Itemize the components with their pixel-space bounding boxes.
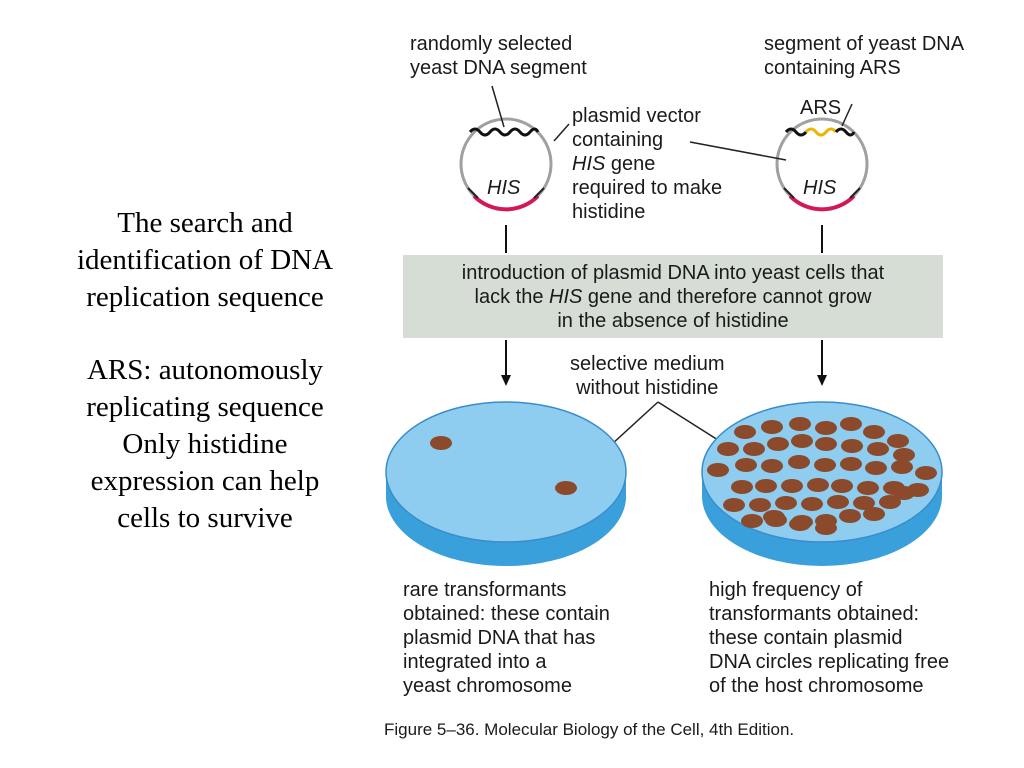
petri-dish-right bbox=[701, 401, 943, 566]
left-line: replicating sequence bbox=[86, 391, 324, 423]
colony bbox=[915, 466, 937, 480]
colony bbox=[891, 460, 913, 474]
his-label-left: HIS bbox=[487, 177, 521, 199]
colony bbox=[767, 437, 789, 451]
colony bbox=[815, 437, 837, 451]
colony bbox=[755, 479, 777, 493]
colony bbox=[831, 479, 853, 493]
colony bbox=[827, 495, 849, 509]
left-explanation: The search and identification of DNA rep… bbox=[40, 205, 370, 537]
selective-medium-label: selective medium without histidine bbox=[570, 353, 725, 399]
his-label-right: HIS bbox=[803, 177, 837, 199]
left-line: cells to survive bbox=[117, 502, 293, 534]
banner-text: introduction of plasmid DNA into yeast c… bbox=[403, 261, 943, 333]
colony bbox=[801, 497, 823, 511]
left-line: replication sequence bbox=[86, 281, 324, 313]
colony bbox=[781, 479, 803, 493]
colony bbox=[763, 510, 785, 524]
colony bbox=[839, 509, 861, 523]
colony bbox=[887, 434, 909, 448]
left-line: Only histidine bbox=[122, 428, 288, 460]
colony bbox=[761, 459, 783, 473]
colony bbox=[893, 448, 915, 462]
colony bbox=[789, 517, 811, 531]
left-line: ARS: autonomously bbox=[86, 354, 324, 386]
rare-transformants-label: rare transformants obtained: these conta… bbox=[403, 579, 610, 697]
colony bbox=[789, 417, 811, 431]
colonies-right bbox=[707, 417, 937, 535]
colony bbox=[840, 457, 862, 471]
colony bbox=[814, 458, 836, 472]
banner-box bbox=[403, 255, 943, 338]
colony bbox=[741, 514, 763, 528]
colony bbox=[867, 442, 889, 456]
ars-segment-label: segment of yeast DNA containing ARS bbox=[764, 33, 965, 79]
colony bbox=[840, 417, 862, 431]
random-segment-label: randomly selected yeast DNA segment bbox=[410, 33, 587, 79]
colony bbox=[775, 496, 797, 510]
colony bbox=[723, 498, 745, 512]
colony bbox=[879, 495, 901, 509]
colony bbox=[863, 507, 885, 521]
colony bbox=[707, 463, 729, 477]
colony bbox=[853, 496, 875, 510]
banner-line: in the absence of histidine bbox=[557, 310, 789, 332]
colony bbox=[807, 478, 829, 492]
left-line: identification of DNA bbox=[76, 244, 334, 276]
colony bbox=[430, 436, 452, 450]
colony bbox=[865, 461, 887, 475]
colony bbox=[717, 442, 739, 456]
colony bbox=[788, 455, 810, 469]
colony bbox=[555, 481, 577, 495]
colony bbox=[761, 420, 783, 434]
left-line: expression can help bbox=[90, 465, 320, 497]
colony bbox=[863, 425, 885, 439]
colony bbox=[749, 498, 771, 512]
colony bbox=[841, 439, 863, 453]
down-arrow-left bbox=[501, 340, 511, 386]
colony bbox=[815, 421, 837, 435]
colony bbox=[743, 442, 765, 456]
figure-caption: Figure 5–36. Molecular Biology of the Ce… bbox=[384, 720, 795, 739]
colony bbox=[791, 434, 813, 448]
plasmid-vector-label: plasmid vector containing HIS gene requi… bbox=[572, 105, 723, 223]
colony bbox=[734, 425, 756, 439]
banner-line: introduction of plasmid DNA into yeast c… bbox=[461, 262, 885, 284]
colony bbox=[815, 521, 837, 535]
left-plasmid bbox=[459, 85, 570, 212]
down-arrow-right bbox=[817, 340, 827, 386]
colony bbox=[731, 480, 753, 494]
colony bbox=[735, 458, 757, 472]
left-line: The search and bbox=[117, 207, 293, 239]
right-plasmid bbox=[689, 103, 869, 212]
ars-tag-label: ARS bbox=[800, 97, 842, 119]
banner-line: lack the HIS gene and therefore cannot g… bbox=[474, 286, 872, 308]
petri-dish-left bbox=[385, 401, 627, 566]
colonies-left bbox=[430, 436, 577, 495]
colony bbox=[893, 486, 915, 500]
high-frequency-label: high frequency of transformants obtained… bbox=[709, 579, 950, 697]
colony bbox=[857, 481, 879, 495]
